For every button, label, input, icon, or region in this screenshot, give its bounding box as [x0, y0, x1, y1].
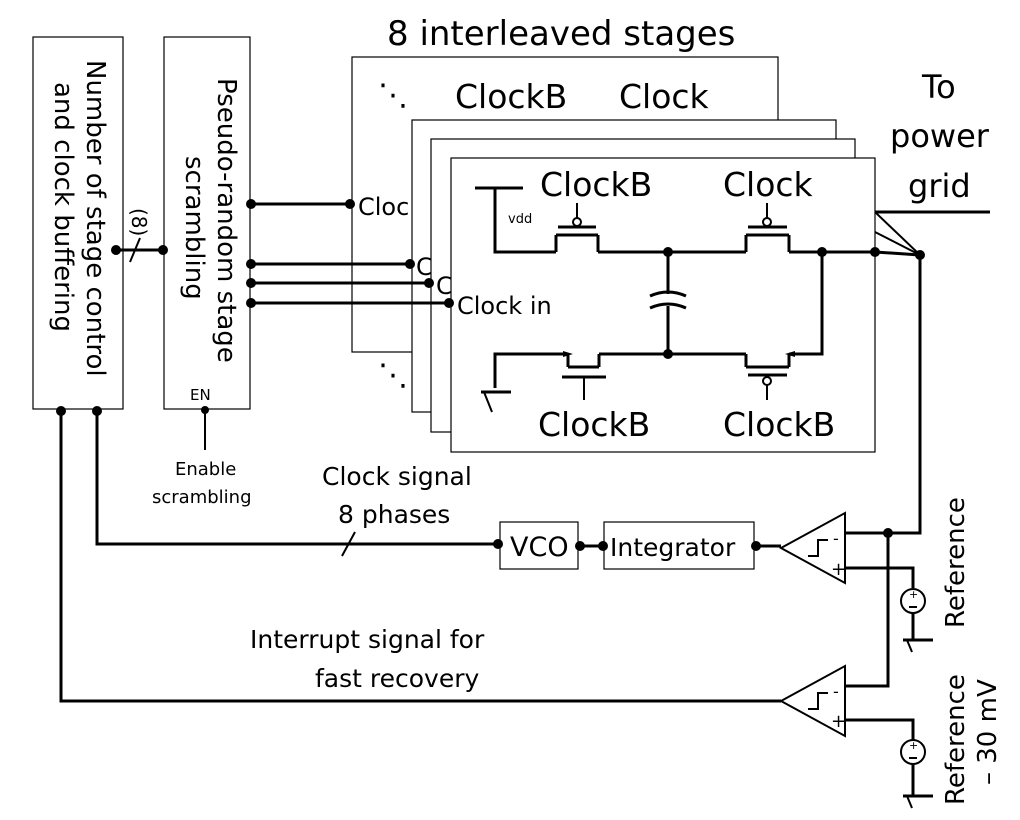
scrambler-en-label: EN — [190, 386, 211, 404]
clock-top-label: Clock — [723, 165, 814, 204]
scrambler-label-line1: Pseudo-random stage — [211, 78, 241, 363]
svg-text:+: + — [909, 588, 918, 601]
integrator-block: Integrator — [603, 521, 755, 570]
reference-source-main: + — [875, 566, 933, 653]
feedback-wire — [875, 255, 922, 535]
scrambler-block: Pseudo-random stage scrambling EN — [163, 36, 251, 410]
enable-scrambling: Enable scrambling — [152, 406, 252, 508]
stage-2-clock-in-partial: C — [416, 253, 433, 281]
svg-text:-: - — [833, 682, 839, 701]
svg-text:+: + — [909, 739, 918, 752]
stages-heading: 8 interleaved stages — [387, 14, 735, 54]
back-stage-ellipsis-top: ⋱ — [378, 78, 408, 113]
stage-control-block: Number of stage control and clock buffer… — [32, 36, 124, 410]
to-grid-line3: grid — [908, 167, 971, 205]
comparator-fast: - + — [778, 664, 875, 738]
comparator-main: - + — [778, 511, 875, 585]
clockb-top-label: ClockB — [540, 165, 652, 204]
clock-signal-line1: Clock signal — [322, 462, 472, 491]
clock-signal-wire: Clock signal 8 phases — [92, 406, 503, 557]
to-grid-line2: power — [890, 117, 990, 155]
integrator-label: Integrator — [610, 533, 736, 562]
enable-label-line2: scrambling — [152, 487, 252, 508]
feedback-wire-2 — [875, 533, 890, 688]
back-stage-clock-label: Clock — [619, 77, 710, 116]
vco-block: VCO — [499, 521, 579, 570]
to-grid-line1: To — [921, 68, 956, 106]
back-stage-clockb-label: ClockB — [455, 77, 567, 116]
control-bus: (8) — [111, 208, 168, 263]
clock-in-label: Clock in — [457, 292, 552, 320]
back-stage-ellipsis-bottom: ⋱ — [378, 358, 408, 393]
clock-signal-line2: 8 phases — [338, 500, 450, 529]
svg-text:Pseudo-random stage scra: Pseudo-random stage scrambling — [179, 78, 241, 371]
interrupt-line2: fast recovery — [315, 664, 479, 693]
nmos-bottom-left — [562, 351, 606, 400]
stage-frame-front: ClockB Clock vdd Clock in ClockB ClockB — [450, 157, 880, 453]
svg-text:Reference – 30 mV: Reference – 30 mV — [941, 666, 1003, 805]
scrambler-clock-lines — [246, 199, 454, 308]
svg-text:+: + — [831, 559, 846, 580]
stage-control-label-line1: Number of stage control — [80, 60, 110, 377]
stage-3-clock-in-partial: C — [436, 272, 453, 300]
pmos-top-right — [744, 203, 791, 252]
clockb-bottom-left-label: ClockB — [538, 405, 650, 444]
clockb-bottom-right-label: ClockB — [723, 405, 835, 444]
vco-label: VCO — [510, 532, 569, 563]
back-stage-clock-in-label: Cloc — [358, 193, 409, 221]
interrupt-wire: Interrupt signal for fast recovery — [56, 406, 781, 703]
flying-capacitor — [649, 252, 687, 354]
power-grid-output: To power grid — [874, 68, 990, 260]
scrambler-label-line2: scrambling — [179, 156, 209, 300]
bus-width-label: (8) — [127, 208, 151, 236]
reference-label: Reference — [941, 497, 971, 628]
reference-source-offset: + — [875, 718, 933, 809]
svg-text:-: - — [833, 529, 839, 548]
reference-offset-line1: Reference — [941, 674, 971, 805]
svg-text:Number of stage control: Number of stage control and clock buffer… — [48, 60, 110, 385]
stage-control-label-line2: and clock buffering — [48, 82, 78, 332]
pmos-top-left — [554, 203, 600, 252]
svg-text:+: + — [831, 711, 846, 732]
reference-offset-line2: – 30 mV — [973, 679, 1003, 785]
enable-label-line1: Enable — [175, 459, 236, 480]
interrupt-line1: Interrupt signal for — [250, 625, 485, 654]
vdd-label: vdd — [508, 212, 532, 227]
